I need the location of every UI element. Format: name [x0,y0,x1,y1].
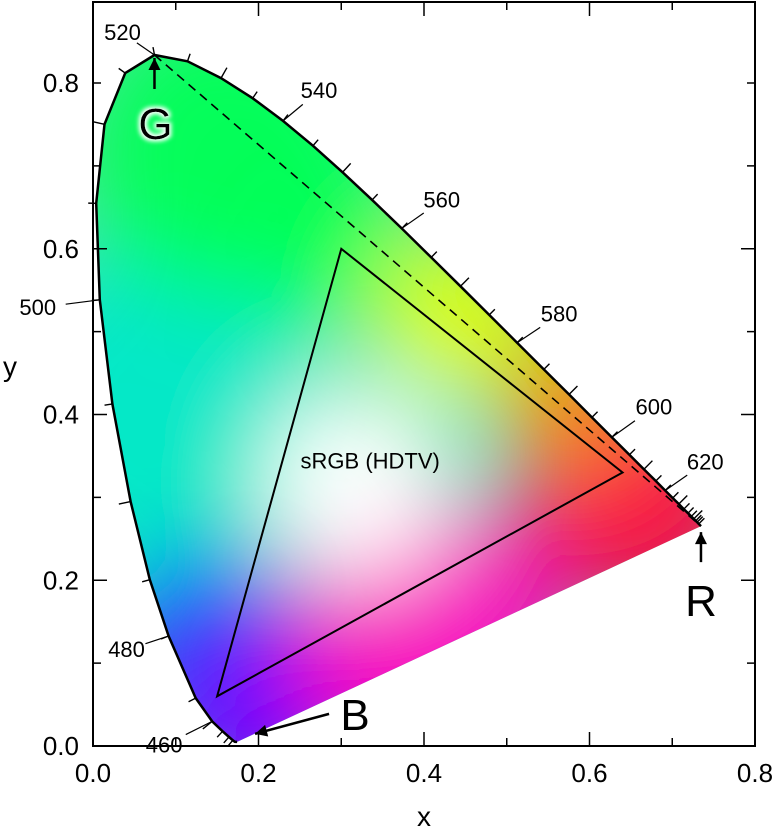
wavelength-label: 460 [146,732,183,757]
wavelength-leader [145,635,169,645]
wavelength-tick [141,578,151,583]
green-primary-label: G [138,100,172,149]
wavelength-leader [664,474,688,491]
wavelength-tick [591,411,599,418]
wavelength-tick [695,514,702,522]
wavelength-tick [186,53,191,62]
red-primary-arrow [694,532,707,563]
axis-ticks [92,2,756,747]
x-tick-label: 0.2 [240,758,276,788]
x-axis-title: x [417,801,431,830]
wavelength-tick [543,363,550,370]
wavelength-tick [678,495,688,505]
x-tick-label: 0.8 [737,758,773,788]
y-tick-label: 0.8 [43,68,79,98]
wavelength-tick [223,736,230,744]
x-tick-label: 0.6 [571,758,607,788]
wavelength-tick [698,517,705,525]
wavelength-tick [690,510,698,517]
wavelength-tick [643,460,653,470]
wavelength-leader [185,720,213,736]
wavelength-label: 620 [687,449,724,474]
x-tick-label: 0.0 [75,758,111,788]
wavelength-tick [459,277,470,287]
wavelength-tick [152,46,156,56]
wavelength-labels: 460 480 500 520 540 560 580 600 620 [19,20,723,757]
y-axis-title: y [3,351,17,382]
y-tick-label: 0.6 [43,234,79,264]
y-tick-label: 0.2 [43,565,79,595]
wavelength-label: 480 [108,637,145,662]
wavelength-tick [693,509,703,520]
wavelength-tick [252,91,258,99]
blue-primary-arrow [254,712,330,737]
wavelength-tick [628,448,636,456]
x-tick-label: 0.4 [406,758,442,788]
green-red-dashed-line [153,54,702,527]
wavelength-tick [371,193,379,201]
wavelength-tick [488,308,496,316]
wavelength-tick [683,502,690,510]
wavelength-label: 580 [541,302,578,327]
y-tick-label: 0.0 [43,731,79,761]
y-tick-label: 0.4 [43,400,79,430]
wavelength-label: 500 [19,295,56,320]
wavelength-tick [672,491,679,499]
wavelength-tick [568,385,578,395]
wavelength-tick [220,67,228,79]
srgb-gamut-triangle [215,247,625,699]
wavelength-leader [401,212,425,229]
wavelength-tick [118,500,131,505]
wavelength-tick [92,120,105,125]
wavelength-leader [611,420,636,438]
wavelength-tick [227,739,234,747]
wavelength-tick [655,474,662,482]
wavelength-tick [188,697,197,703]
wavelength-leader [516,326,541,344]
wavelength-leader [282,103,304,122]
wavelength-tick [342,162,352,173]
wavelength-leader [136,42,155,56]
wavelength-label: 540 [301,78,338,103]
primary-markers: G R B [138,57,717,740]
wavelength-tick [216,730,224,738]
green-primary-arrow [148,57,161,89]
wavelength-tick [312,139,319,147]
axis-tick-labels: 0.0 0.2 0.4 0.6 0.8 0.0 0.2 0.4 0.6 0.8 [43,68,773,788]
wavelength-tick [696,516,704,523]
wavelength-tick [687,507,695,514]
wavelength-label: 600 [635,394,672,419]
gamut-label: sRGB (HDTV) [301,448,440,473]
blue-primary-label: B [340,691,369,740]
wavelength-label: 520 [104,20,141,45]
red-primary-label: R [685,577,717,626]
wavelength-tick [118,67,126,74]
wavelength-leader [65,299,100,305]
wavelength-tick [104,403,113,406]
wavelength-tick [430,251,438,258]
wavelength-label: 560 [423,187,460,212]
